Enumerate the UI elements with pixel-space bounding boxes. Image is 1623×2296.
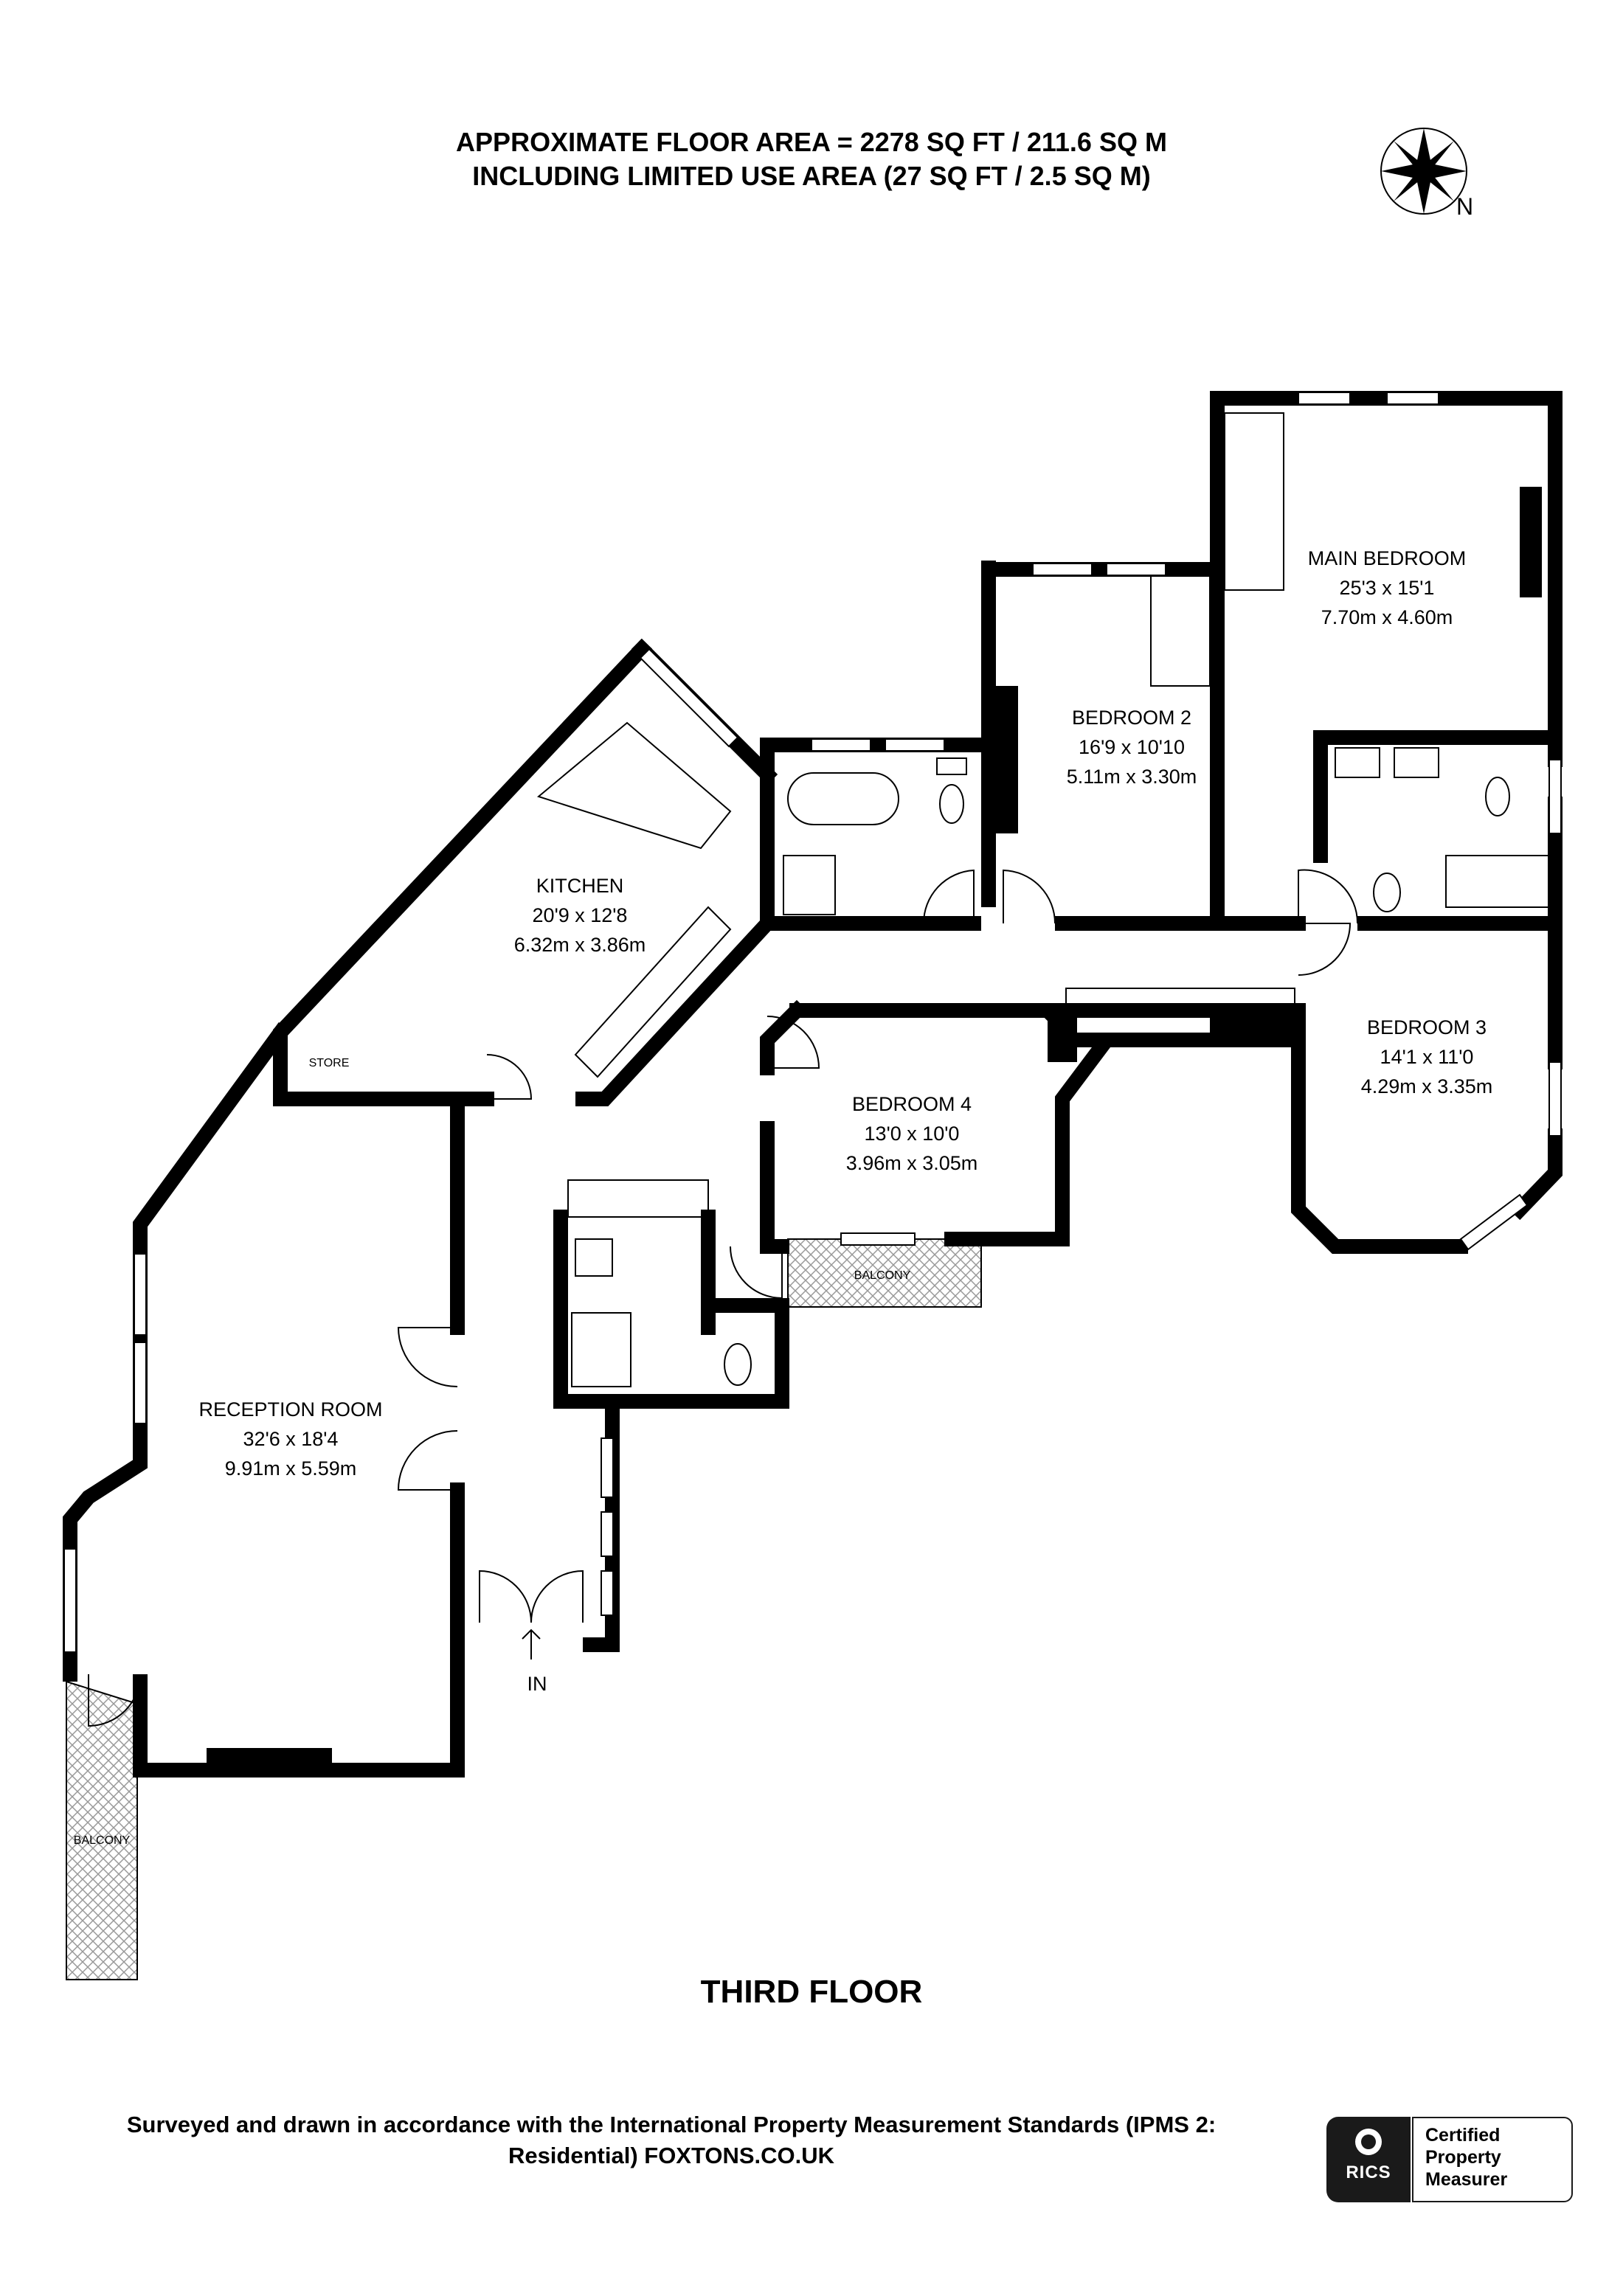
bedroom3-metric: 4.29m x 3.35m	[1361, 1075, 1493, 1097]
bedroom2-name: BEDROOM 2	[1072, 707, 1191, 729]
bedroom2-metric: 5.11m x 3.30m	[1067, 766, 1197, 788]
shower-icon-3	[571, 1312, 631, 1387]
sink-icon-2	[1394, 747, 1439, 778]
main-bedroom-name: MAIN BEDROOM	[1308, 547, 1467, 569]
bedroom4-metric: 3.96m x 3.05m	[846, 1152, 978, 1174]
badge-line2: Property	[1425, 2147, 1501, 2168]
main-bedroom-imperial: 25'3 x 15'1	[1340, 577, 1435, 599]
toilet-icon-2	[1485, 777, 1510, 816]
wardrobe-shower	[567, 1179, 709, 1218]
fixtures	[536, 412, 1550, 1387]
floor-area-total: APPROXIMATE FLOOR AREA = 2278 SQ FT / 21…	[456, 127, 1167, 157]
compass-north-label: N	[1456, 193, 1474, 220]
windows	[63, 392, 1562, 1653]
rics-wordmark: RICS	[1346, 2163, 1391, 2182]
bedroom4-imperial: 13'0 x 10'0	[865, 1123, 960, 1145]
kitchen-imperial: 20'9 x 12'8	[533, 904, 628, 926]
sink-icon	[1335, 747, 1380, 778]
entrance-label: IN	[527, 1673, 547, 1695]
reception-name: RECEPTION ROOM	[198, 1398, 382, 1421]
floor-title: THIRD FLOOR	[700, 1974, 923, 2010]
wardrobe-bedroom2	[1150, 575, 1211, 687]
balcony-bedroom4-label: BALCONY	[854, 1269, 911, 1282]
badge-line3: Measurer	[1425, 2169, 1508, 2190]
bath-icon	[787, 772, 899, 825]
shower-icon-2	[1445, 855, 1550, 908]
sink-icon-3	[575, 1238, 613, 1277]
bedroom2-imperial: 16'9 x 10'10	[1079, 736, 1185, 758]
doors	[88, 869, 1359, 1727]
balcony-reception-label: BALCONY	[74, 1834, 131, 1847]
kitchen-worktop	[574, 906, 732, 1078]
wardrobe-corridor	[1065, 988, 1295, 1011]
main-bedroom-metric: 7.70m x 4.60m	[1321, 606, 1453, 628]
reception-metric: 9.91m x 5.59m	[225, 1457, 357, 1480]
bedroom3-imperial: 14'1 x 11'0	[1380, 1046, 1474, 1068]
bedroom4-name: BEDROOM 4	[852, 1093, 972, 1115]
kitchen-worktop-2	[536, 721, 732, 850]
kitchen-metric: 6.32m x 3.86m	[514, 934, 646, 956]
badge-line1: Certified	[1425, 2125, 1501, 2146]
store-label: STORE	[309, 1057, 350, 1069]
limited-use-area: INCLUDING LIMITED USE AREA (27 SQ FT / 2…	[472, 161, 1151, 191]
survey-footer-line1: Surveyed and drawn in accordance with th…	[126, 2112, 1217, 2137]
reception-imperial: 32'6 x 18'4	[243, 1428, 339, 1450]
toilet-icon-4	[724, 1343, 752, 1386]
floor-area-header: APPROXIMATE FLOOR AREA = 2278 SQ FT / 21…	[0, 125, 1623, 193]
balcony-reception	[66, 1680, 138, 1980]
balcony-bedroom4	[787, 1238, 982, 1308]
rics-lion-icon	[1355, 2129, 1382, 2155]
rics-logo: RICS	[1326, 2117, 1411, 2202]
survey-footer: Surveyed and drawn in accordance with th…	[44, 2109, 1298, 2171]
toilet-icon-3	[1373, 873, 1401, 912]
rics-badge: RICS Certified Property Measurer	[1326, 2117, 1573, 2202]
walls	[63, 391, 1563, 1778]
wardrobe-main	[1224, 412, 1284, 591]
shower-icon	[783, 855, 836, 915]
certified-measurer-box: Certified Property Measurer	[1412, 2117, 1573, 2202]
entrance-arrow-icon	[522, 1629, 541, 1659]
compass-icon	[1380, 128, 1467, 215]
bedroom3-name: BEDROOM 3	[1367, 1016, 1487, 1038]
toilet-icon	[939, 784, 964, 824]
kitchen-name: KITCHEN	[536, 875, 624, 897]
survey-footer-line2: Residential) FOXTONS.CO.UK	[508, 2143, 835, 2168]
